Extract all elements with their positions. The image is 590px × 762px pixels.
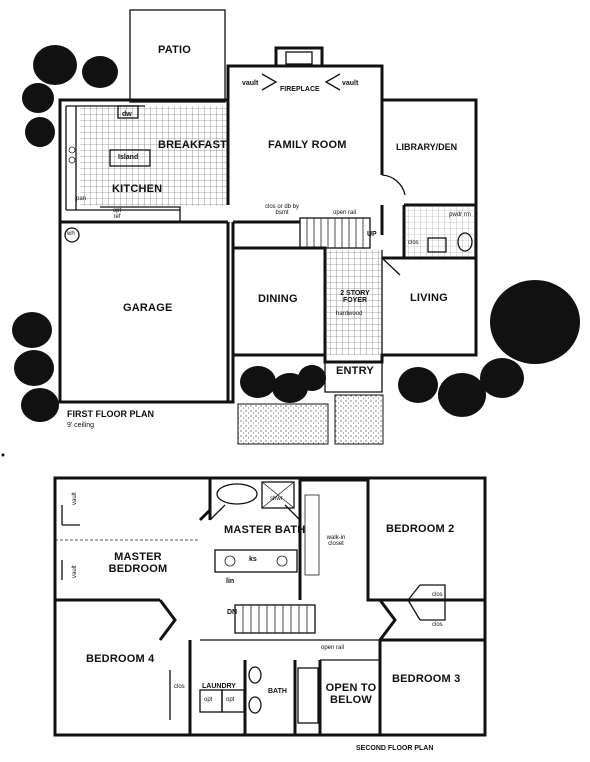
vault-arrow-right <box>324 73 341 91</box>
breakfast-label: BREAKFAST <box>158 139 228 151</box>
kitchen-label: KITCHEN <box>112 183 163 195</box>
kitchen-island <box>109 149 151 167</box>
master-bedroom-label: MASTER BEDROOM <box>108 551 168 575</box>
dishwasher <box>117 105 139 119</box>
dw-label: dw <box>122 111 132 118</box>
fireplace <box>274 46 324 66</box>
first-floor-plan <box>12 9 580 445</box>
entry-label: ENTRY <box>336 365 374 377</box>
garage-label: GARAGE <box>123 302 173 314</box>
patio-outline <box>129 9 226 103</box>
landscape-trees-left <box>12 45 118 422</box>
down-stairs-label: DN <box>227 609 238 616</box>
second-floor-exterior-walls <box>53 476 487 737</box>
opt-washer-label: opt <box>204 697 213 703</box>
wh-label: wh <box>67 231 75 237</box>
laundry-label: LAUNDRY <box>202 683 236 690</box>
closet-label: clos <box>408 240 419 246</box>
landscape-trees-right <box>398 280 580 417</box>
bedroom-3-closet-label: clos <box>432 622 443 628</box>
open-to-below-label: OPEN TO BELOW <box>325 682 377 706</box>
linen-label: lin <box>226 578 235 585</box>
walk-in-closet-label: walk-in closet <box>326 535 346 548</box>
fireplace-label: FIREPLACE <box>280 86 320 93</box>
vault-right-label: vault <box>342 80 359 87</box>
second-floor-stairs <box>234 604 316 634</box>
library-den-label: LIBRARY/DEN <box>396 142 458 152</box>
opt-dryer-label: opt <box>226 697 235 703</box>
vault-arrow-left <box>261 73 278 91</box>
island-label: Island <box>118 154 139 161</box>
pan-label: pan <box>76 196 87 202</box>
foyer-hardwood <box>325 250 382 355</box>
water-heater <box>64 227 80 243</box>
bedroom-4-label: BEDROOM 4 <box>86 653 155 665</box>
second-floor-plan <box>53 476 487 737</box>
master-bath-label: MASTER BATH <box>224 524 306 536</box>
bedroom-2-label: BEDROOM 2 <box>386 523 455 535</box>
second-floor-title: SECOND FLOOR PLAN <box>356 745 434 752</box>
dining-label: DINING <box>258 293 298 305</box>
opt-ref-label: opt ref <box>112 208 122 221</box>
bedroom-2-closet-label: clos <box>432 592 443 598</box>
up-label: UP <box>367 231 377 238</box>
open-rail-label-2: open rail <box>321 645 345 651</box>
vault-top-label: vault <box>72 492 78 505</box>
bath-label: BATH <box>268 688 287 695</box>
family-room-label: FAMILY ROOM <box>268 139 347 151</box>
foyer-label: 2 STORY FOYER <box>340 290 370 305</box>
patio-label: PATIO <box>158 44 191 56</box>
bathtub <box>216 483 258 505</box>
living-label: LIVING <box>410 292 448 304</box>
open-rail-label: open rail <box>333 210 357 216</box>
ceiling-height-label: 9' ceiling <box>67 422 95 429</box>
first-floor-title: FIRST FLOOR PLAN <box>67 409 154 419</box>
first-floor-stairs <box>299 217 371 249</box>
vault-left-label: vault <box>242 80 259 87</box>
foyer-floor-label: hardwood <box>336 311 363 317</box>
kitchen-tile-floor <box>80 106 228 206</box>
ks-label: ks <box>249 556 257 563</box>
bedroom-4-closet-label: clos <box>174 684 185 690</box>
vault-bottom-label: vault <box>72 565 78 578</box>
bedroom-3-label: BEDROOM 3 <box>392 673 461 685</box>
clos-or-db-label: clos or db by bsmt <box>264 204 300 217</box>
powder-room-label: pwdr rm <box>449 212 471 218</box>
shower-label: shwr <box>270 496 283 502</box>
front-planter-right <box>334 394 384 445</box>
front-planter-left <box>237 403 329 445</box>
